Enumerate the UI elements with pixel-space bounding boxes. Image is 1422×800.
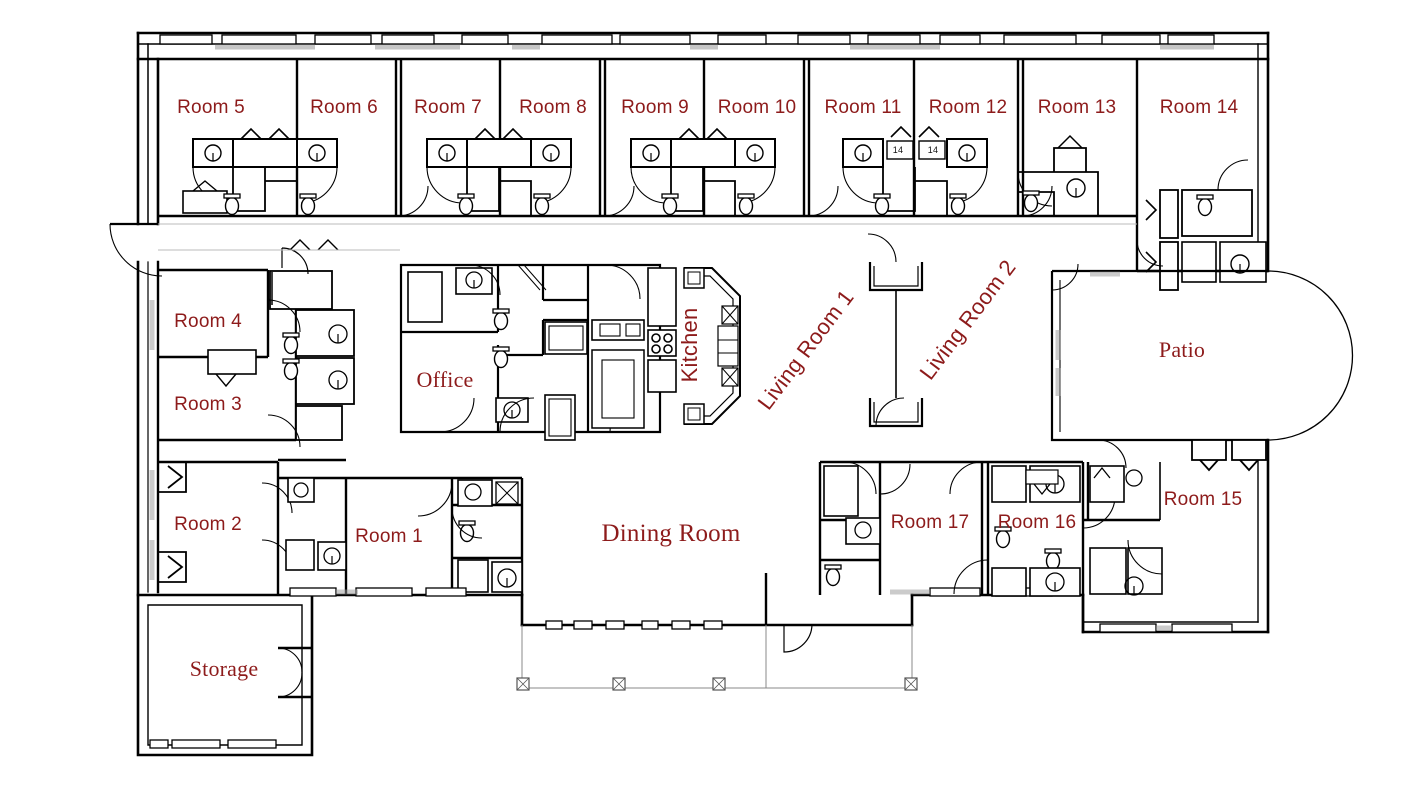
floor-plan-canvas: Room 5 Room 6 Room 7 Room 8 Room 9 Room … — [109, 31, 1354, 757]
floor-plan-drawing — [109, 31, 1354, 757]
